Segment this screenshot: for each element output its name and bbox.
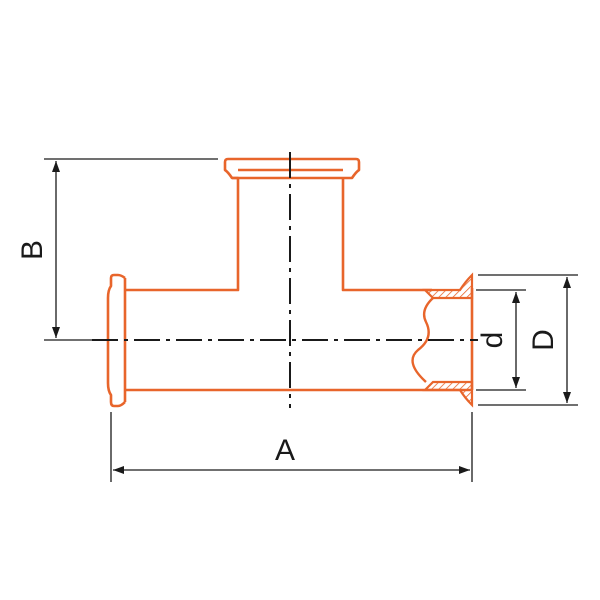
main-run-top-right <box>341 178 432 292</box>
dim-D-label: D <box>527 329 560 351</box>
centerlines <box>92 152 478 408</box>
main-run-outline <box>125 176 240 292</box>
tee-body <box>106 157 474 408</box>
dim-A-label: A <box>275 434 295 467</box>
right-ferrule-section <box>411 272 474 408</box>
right-ferrule-bottom-hatch <box>422 380 474 408</box>
top-ferrule <box>223 157 361 180</box>
right-ferrule-top-hatch <box>422 272 474 300</box>
break-line <box>411 297 434 383</box>
dim-B-label: B <box>16 240 49 260</box>
dim-d-label: d <box>476 332 509 349</box>
dimensions <box>44 158 578 482</box>
